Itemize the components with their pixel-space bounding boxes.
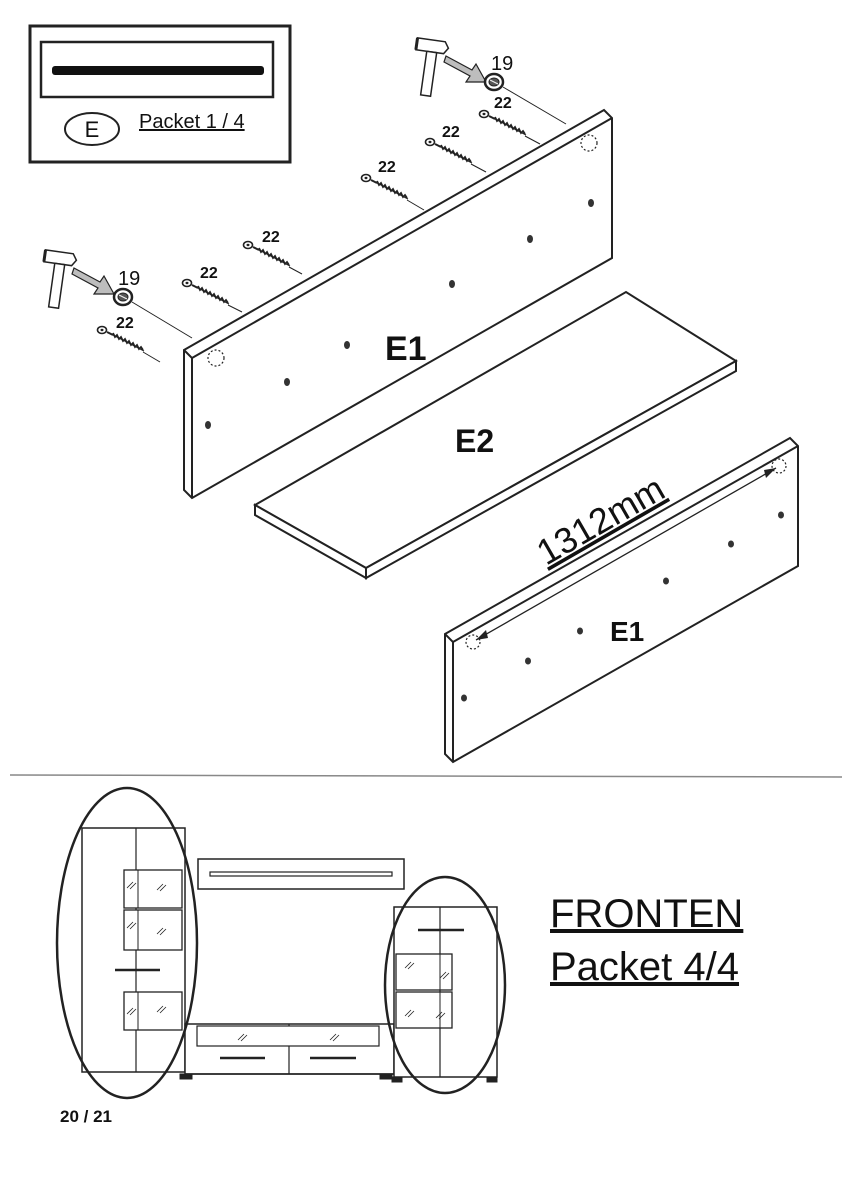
section-divider xyxy=(9,774,843,778)
highlight-left-ellipse xyxy=(55,786,199,1100)
shelf-e2: E2 xyxy=(252,290,738,580)
circle-letter: E xyxy=(85,117,100,142)
cam-lock-icon xyxy=(483,72,505,92)
circle-letter-badge xyxy=(64,112,120,146)
screw-number: 22 xyxy=(116,315,134,332)
screw-icon xyxy=(478,109,527,136)
cam-lock-icon xyxy=(112,287,134,307)
screw-number: 22 xyxy=(494,95,512,112)
fronts-packet: Packet 4/4 xyxy=(550,945,739,989)
screw-number: 22 xyxy=(262,229,280,246)
packet-label: Packet 1 / 4 xyxy=(139,111,245,133)
insert-arrow-icon xyxy=(71,267,116,295)
screw-number: 22 xyxy=(200,265,218,282)
screw-icon xyxy=(360,173,409,200)
screw-number: 22 xyxy=(378,159,396,176)
insert-arrow-icon xyxy=(443,55,488,83)
hammer-icon xyxy=(408,36,451,100)
panel-e1-back: E1 xyxy=(183,108,613,500)
screw-number: 22 xyxy=(442,124,460,141)
cam-number-right: 19 xyxy=(491,53,513,75)
wall-unit-drawing xyxy=(55,786,507,1100)
screw-icon xyxy=(424,137,473,164)
cam-number-left: 19 xyxy=(118,268,140,290)
screw-icon xyxy=(181,278,230,305)
shelf-label: E2 xyxy=(455,423,494,459)
packet-box: E Packet 1 / 4 xyxy=(28,24,292,164)
hammer-icon xyxy=(36,248,79,312)
highlight-right-ellipse xyxy=(383,875,507,1095)
back-panel-label: E1 xyxy=(385,330,427,368)
fronts-title: FRONTEN xyxy=(550,892,743,936)
side-panel-label: E1 xyxy=(610,616,644,647)
panel-bar-icon xyxy=(52,66,264,75)
page-reference: 20 / 21 xyxy=(60,1107,112,1126)
